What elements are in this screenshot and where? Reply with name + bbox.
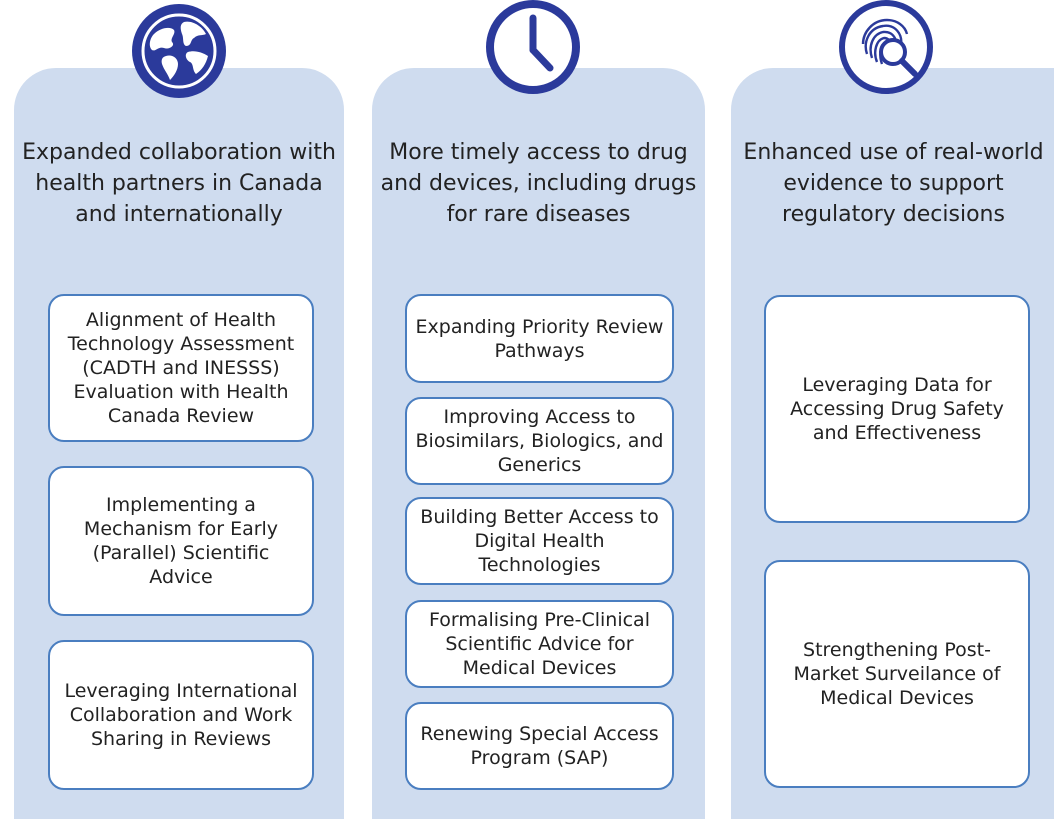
- initiative-card: Formalising Pre-Clinical Scientific Advi…: [405, 600, 674, 688]
- initiative-card: Leveraging Data for Accessing Drug Safet…: [764, 295, 1030, 523]
- initiative-card: Expanding Priority Review Pathways: [405, 294, 674, 383]
- pillar-heading-timely-access: More timely access to drug and devices, …: [380, 140, 697, 227]
- globe-icon: [132, 4, 226, 98]
- initiative-card: Implementing a Mechanism for Early (Para…: [48, 466, 314, 616]
- initiative-card: Alignment of Health Technology Assessmen…: [48, 294, 314, 442]
- pillar-heading-collaboration: Expanded collaboration with health partn…: [22, 140, 336, 227]
- fingerprint-magnifier-icon: [839, 0, 933, 94]
- initiative-card: Strengthening Post-Market Surveilance of…: [764, 560, 1030, 788]
- initiative-card: Renewing Special Access Program (SAP): [405, 702, 674, 790]
- clock-icon: [486, 0, 580, 94]
- initiative-card: Building Better Access to Digital Health…: [405, 497, 674, 585]
- initiative-card: Improving Access to Biosimilars, Biologi…: [405, 397, 674, 485]
- initiative-card: Leveraging International Collaboration a…: [48, 640, 314, 790]
- pillar-heading-real-world-evidence: Enhanced use of real-world evidence to s…: [743, 140, 1044, 227]
